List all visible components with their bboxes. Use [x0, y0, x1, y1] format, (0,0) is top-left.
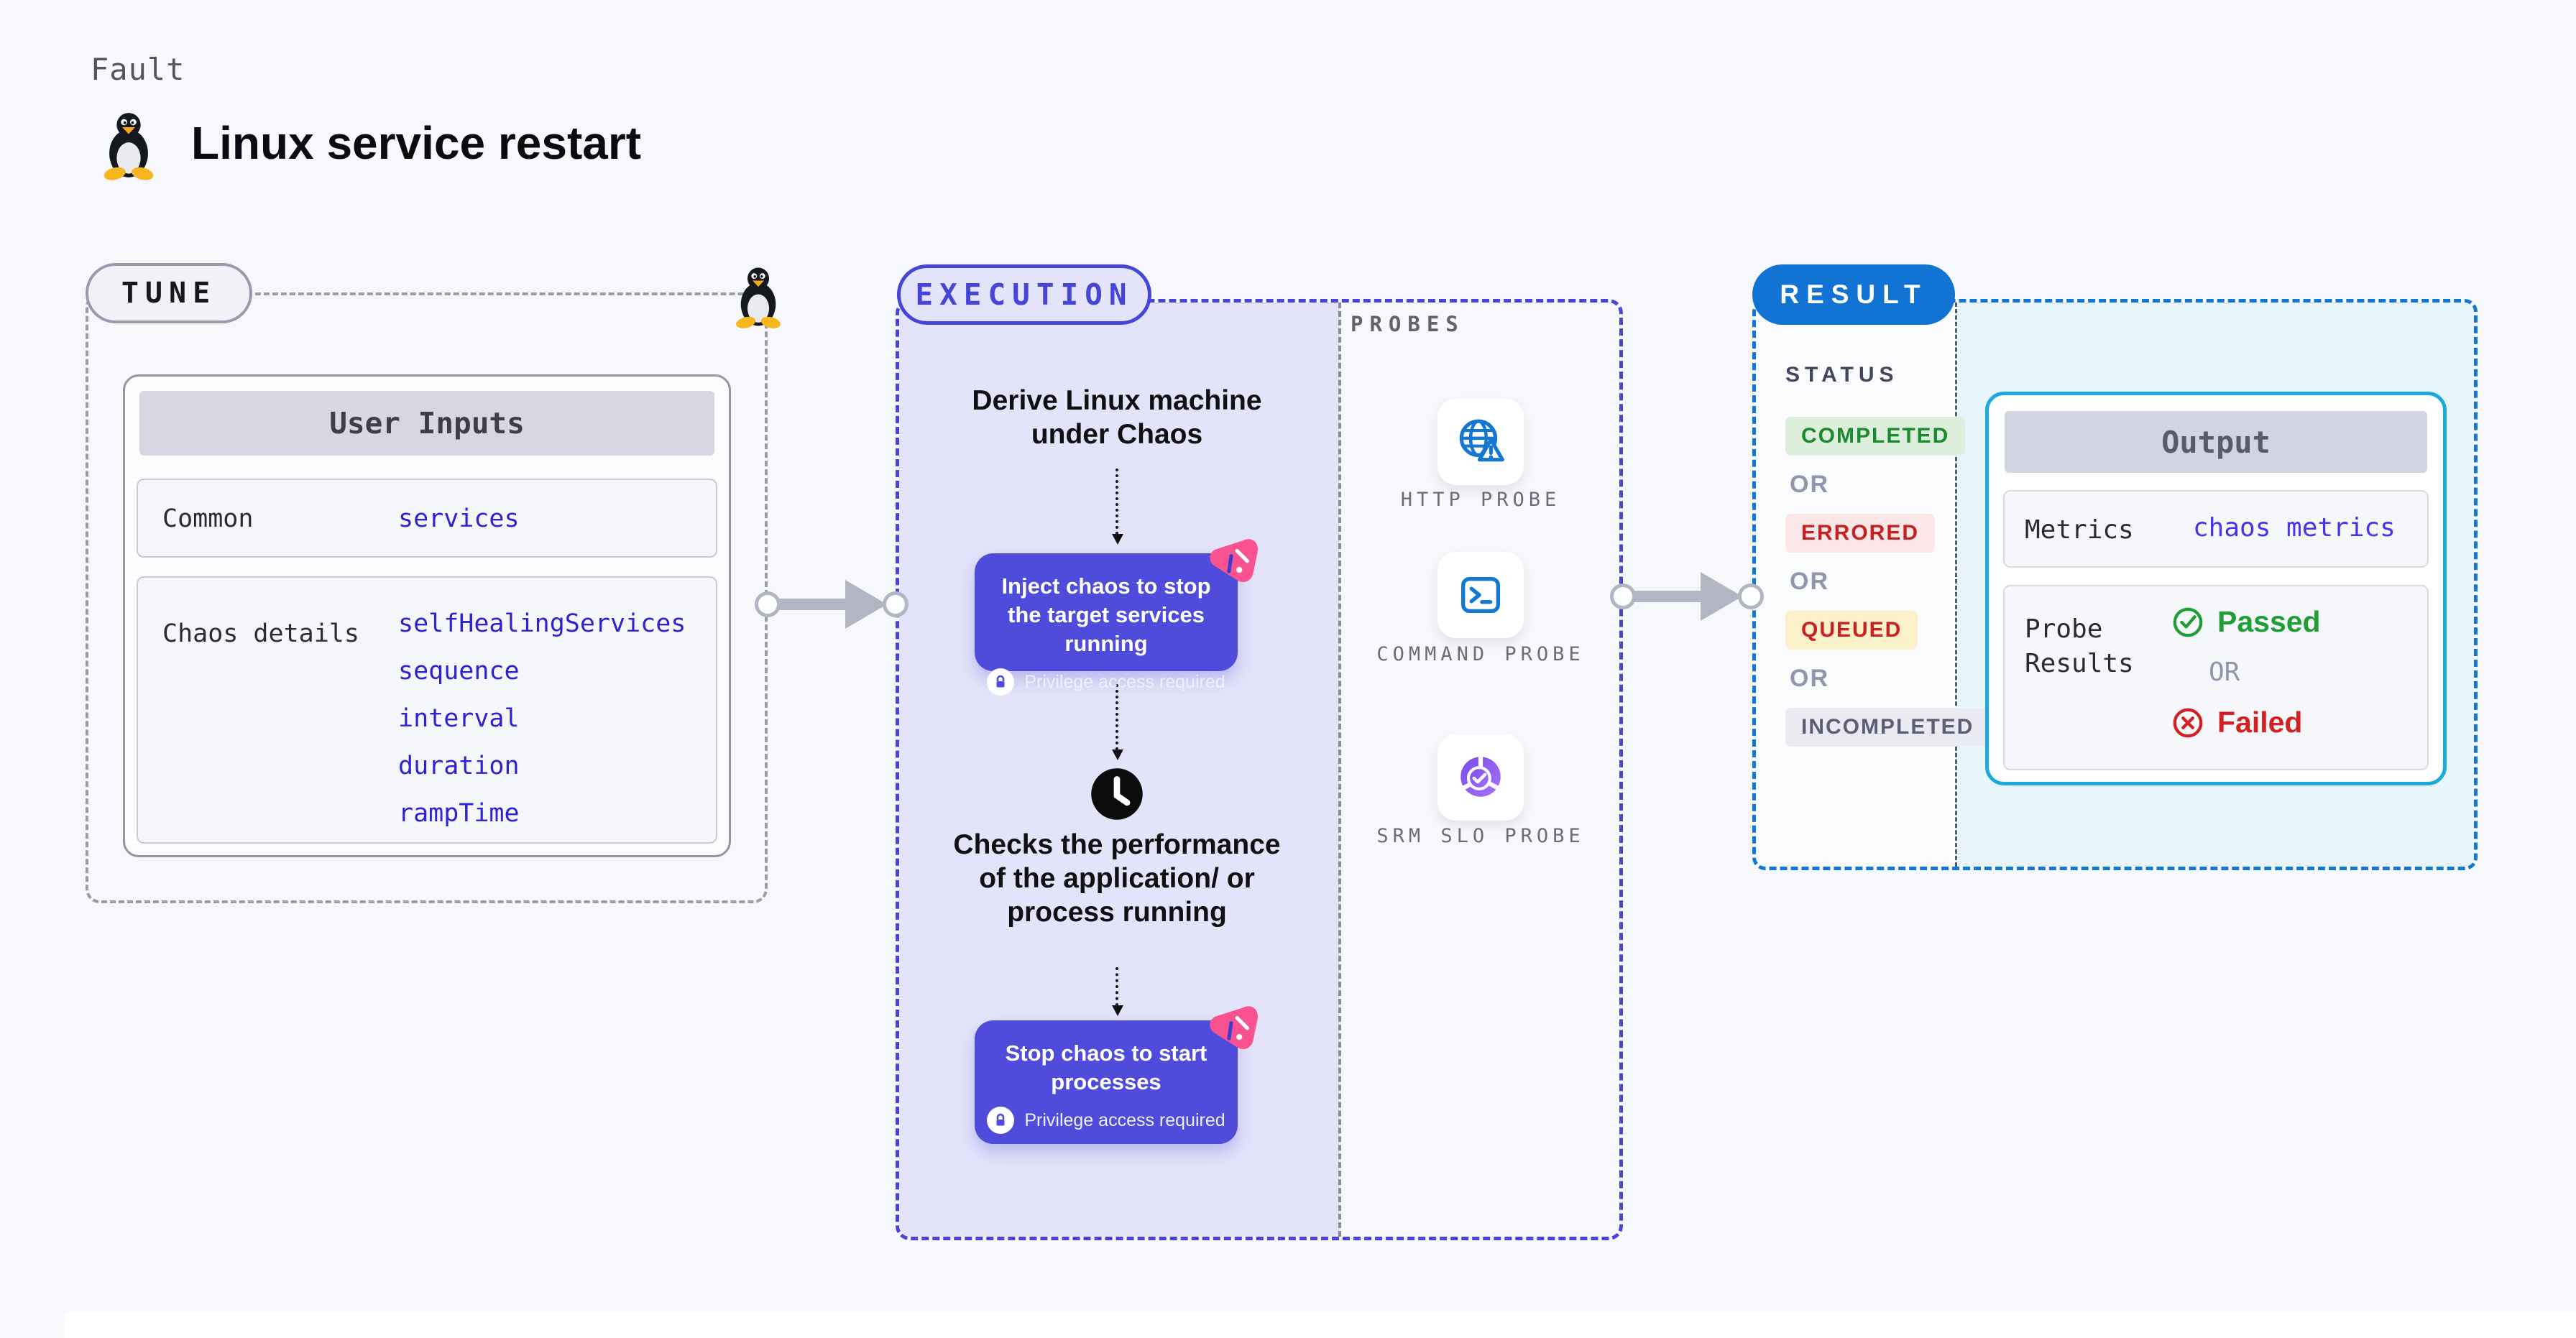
lock-icon [987, 1107, 1015, 1134]
status-column: STATUS COMPLETED OR ERRORED OR QUEUED OR… [1785, 363, 1990, 747]
flow-connector-arrow [1112, 967, 1123, 1016]
passed-label: Passed [2217, 605, 2321, 638]
command-probe-label: COMMAND PROBE [1376, 643, 1585, 665]
input-row-values: selfHealingServices sequence interval du… [398, 609, 686, 846]
arrow-head [845, 580, 887, 629]
privilege-note: Privilege access required [1024, 1109, 1225, 1130]
metrics-value: chaos metrics [2193, 513, 2396, 543]
stop-chaos-button[interactable]: Stop chaos to start processes Privilege … [975, 1020, 1238, 1144]
probe-results-label: Probe Results [2025, 614, 2134, 678]
user-inputs-card: User Inputs Common services Chaos detail… [123, 374, 731, 857]
failed-x-icon [2173, 708, 2203, 737]
connector-end-circle [883, 591, 908, 617]
execution-section-label: EXECUTION [897, 264, 1151, 325]
or-separator: OR [2209, 658, 2240, 687]
arrow-head [1701, 572, 1742, 621]
http-probe-label: HTTP PROBE [1400, 489, 1561, 511]
input-value: sequence [398, 657, 520, 686]
canvas-bottom-edge [65, 1312, 2576, 1338]
checks-step-text: Checks the performance of the applicatio… [953, 829, 1281, 928]
connector-start-circle [755, 591, 781, 617]
connector-end-circle [1738, 583, 1764, 609]
privilege-note: Privilege access required [1024, 671, 1225, 692]
http-probe-card [1438, 399, 1524, 485]
chaos-logo-badge-icon [1210, 1006, 1259, 1050]
user-input-row-common: Common services [137, 479, 717, 558]
failed-label: Failed [2217, 706, 2303, 739]
metrics-label: Metrics [2025, 515, 2134, 545]
status-label: STATUS [1785, 363, 1899, 387]
inject-chaos-button[interactable]: Inject chaos to stop the target services… [975, 553, 1238, 696]
result-divider [1955, 303, 1957, 867]
arrow-line [1624, 591, 1709, 602]
lock-icon [987, 668, 1015, 696]
globe-alert-icon [1459, 419, 1504, 462]
input-value: services [398, 504, 520, 533]
input-value: interval [398, 704, 520, 733]
input-row-label: Chaos details [162, 619, 359, 648]
status-badge-queued: QUEUED [1785, 611, 1918, 650]
input-row-values: services [398, 504, 520, 552]
inject-chaos-title: Inject chaos to stop the target services… [1001, 573, 1211, 656]
execution-to-result-arrow [1610, 568, 1768, 625]
output-card: Output Metrics chaos metrics Probe Resul… [1985, 392, 2447, 785]
probes-section-label: PROBES [1351, 312, 1465, 336]
linux-penguin-icon [104, 113, 154, 180]
or-separator: OR [1790, 471, 1829, 498]
metrics-row: Metrics chaos metrics [2003, 490, 2429, 568]
flow-connector-arrow [1112, 684, 1123, 760]
page-title: Linux service restart [191, 117, 642, 169]
input-row-label: Common [162, 504, 254, 533]
output-title: Output [2005, 411, 2427, 473]
flow-connector-arrow [1112, 469, 1123, 545]
passed-check-icon [2173, 607, 2203, 637]
probe-results-row: Probe Results Passed OR Failed [2003, 585, 2429, 770]
srm-slo-probe-label: SRM SLO PROBE [1376, 825, 1585, 847]
input-value: duration [398, 752, 520, 780]
connector-start-circle [1610, 583, 1636, 609]
srm-slo-probe-card [1438, 734, 1524, 821]
arrow-line [769, 599, 854, 610]
clock-icon [1091, 768, 1143, 820]
slo-donut-icon [1460, 755, 1501, 797]
or-separator: OR [1790, 665, 1829, 692]
probes-divider [1338, 303, 1341, 1237]
user-input-row-chaos-details: Chaos details selfHealingServices sequen… [137, 576, 717, 844]
command-probe-card [1438, 552, 1524, 638]
or-separator: OR [1790, 568, 1829, 595]
fault-eyebrow: Fault [91, 52, 185, 87]
derive-step-text: Derive Linux machine under Chaos [972, 385, 1262, 450]
status-badge-completed: COMPLETED [1785, 417, 1966, 456]
input-value: rampTime [398, 799, 520, 828]
tune-to-execution-arrow [755, 576, 913, 633]
chaos-logo-badge-icon [1210, 539, 1259, 583]
input-value: selfHealingServices [398, 609, 686, 638]
terminal-icon [1461, 576, 1500, 614]
user-inputs-title: User Inputs [139, 391, 714, 456]
tune-section-label: TUNE [86, 263, 252, 323]
linux-penguin-icon [736, 267, 781, 328]
status-badge-incompleted: INCOMPLETED [1785, 708, 1990, 747]
status-badge-errored: ERRORED [1785, 514, 1936, 553]
result-section-label: RESULT [1752, 264, 1955, 325]
stop-chaos-title: Stop chaos to start processes [1005, 1041, 1208, 1094]
